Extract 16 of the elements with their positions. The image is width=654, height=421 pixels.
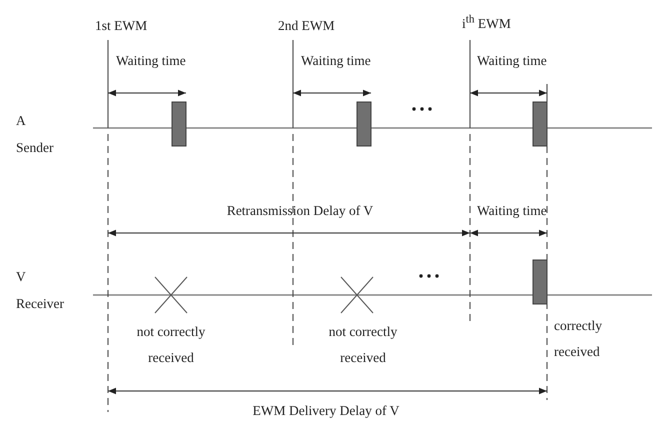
interval-label: Waiting time — [116, 52, 187, 70]
status-label: not correctly received — [328, 323, 398, 367]
node-label: A — [16, 112, 27, 130]
node-label: V — [16, 268, 27, 286]
status-label: not correctly received — [136, 323, 206, 367]
interval-label: Retransmission Delay of V — [226, 202, 374, 220]
role-label: Sender — [16, 139, 54, 157]
event-label: 2nd EWM — [278, 17, 336, 35]
role-label: Receiver — [16, 295, 65, 313]
event-label: 1st EWM — [95, 17, 148, 35]
status-label: correctly received — [554, 317, 603, 361]
event-label: i$^{th}$ EWM — [462, 12, 512, 32]
interval-label: Waiting time — [477, 52, 548, 70]
interval-label: EWM Delivery Delay of V — [252, 402, 400, 420]
interval-label: Waiting time — [477, 202, 548, 220]
interval-label: Waiting time — [301, 52, 372, 70]
